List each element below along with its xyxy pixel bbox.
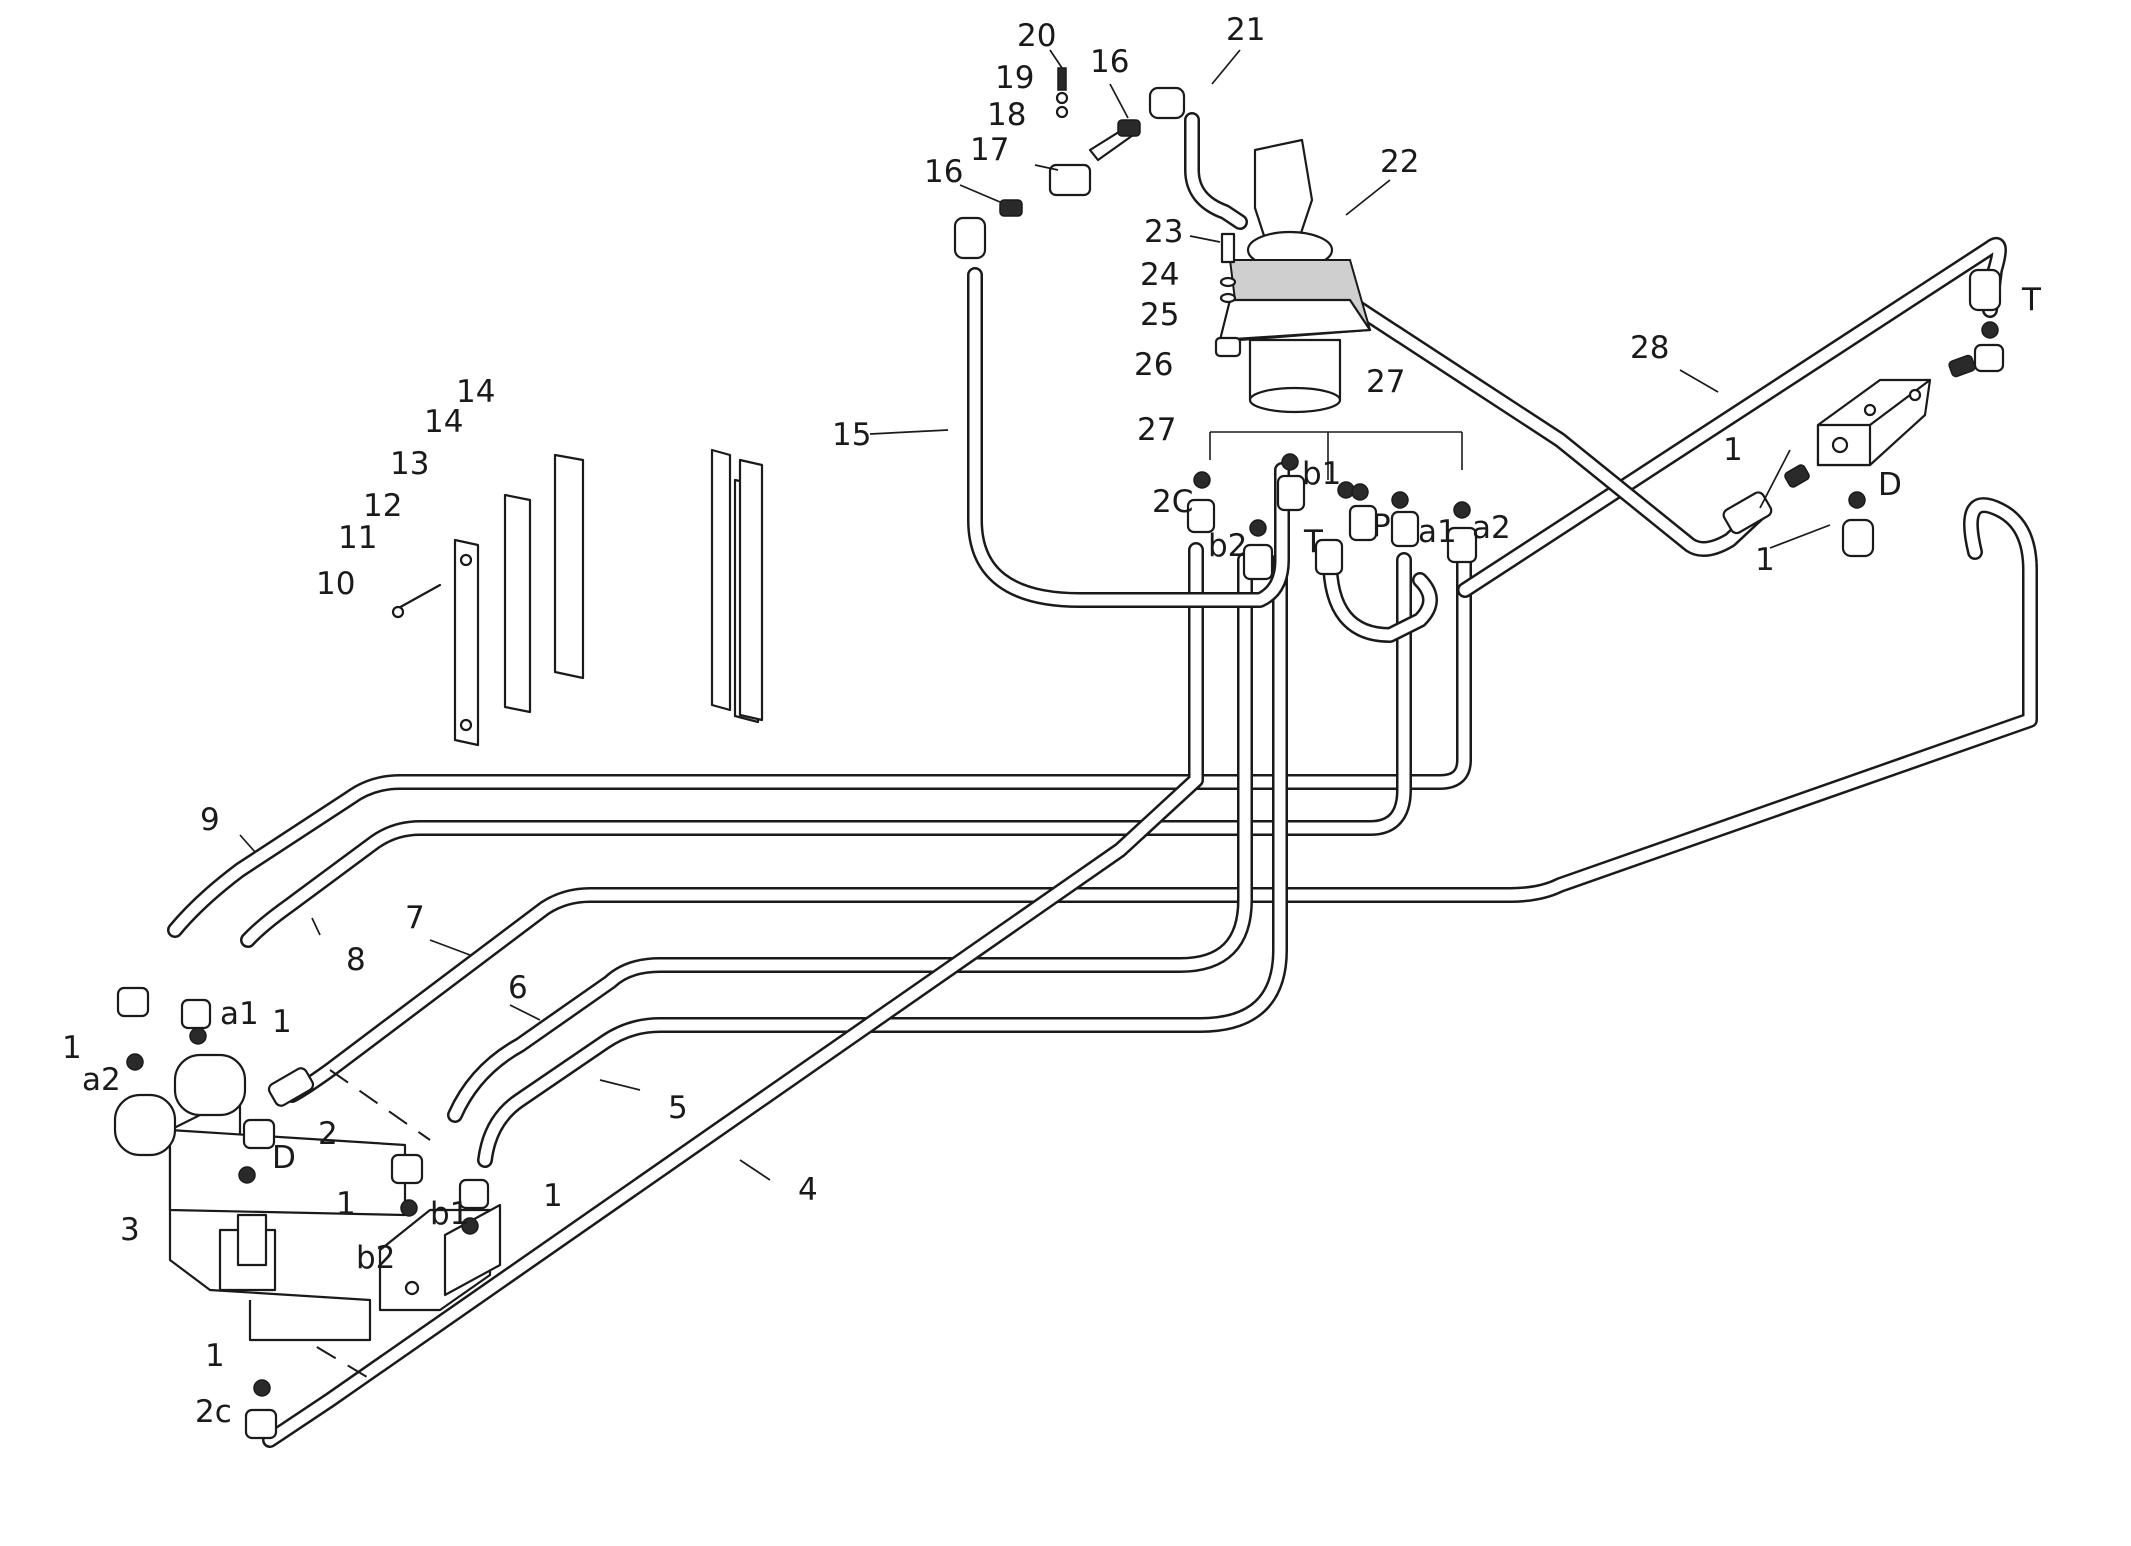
callout-15: 15 (832, 417, 871, 453)
hose-28-return (1350, 300, 1768, 557)
hose-5 (477, 552, 1288, 1168)
callout-4: 4 (798, 1172, 818, 1208)
callout-1-left-2c: 1 (205, 1338, 225, 1374)
callout-20: 20 (1017, 18, 1056, 54)
callout-1-left-a2: 1 (62, 1030, 82, 1066)
callout-23: 23 (1144, 214, 1183, 250)
hose-6 (447, 552, 1253, 1123)
callout-2: 2 (318, 1116, 338, 1152)
callout-16-lower: 16 (924, 154, 963, 190)
callout-10: 10 (316, 566, 355, 602)
callout-b2-top: b2 (1208, 528, 1247, 564)
hoses (167, 112, 2038, 1448)
hose-t (1322, 552, 1438, 643)
bolt-stack (1214, 232, 1242, 358)
leader-lines (239, 49, 1831, 1181)
callout-a2-left: a2 (82, 1062, 121, 1098)
callout-a1-left: a1 (220, 996, 259, 1032)
callout-b2-left: b2 (356, 1240, 395, 1276)
callout-8: 8 (346, 942, 366, 978)
callout-b1-left: b1 (430, 1196, 469, 1232)
callout-17: 17 (970, 132, 1009, 168)
callout-21: 21 (1226, 12, 1265, 48)
callout-5: 5 (668, 1090, 688, 1126)
callout-16: 16 (1090, 44, 1129, 80)
callout-p-top: P (1372, 508, 1391, 544)
callout-3: 3 (120, 1212, 140, 1248)
callout-27-right: 27 (1366, 364, 1405, 400)
dashed-lines (254, 431, 1463, 1381)
callout-12: 12 (363, 488, 402, 524)
callout-14-upper: 14 (456, 374, 495, 410)
joystick-port-fittings (1186, 453, 1478, 581)
callout-22: 22 (1380, 144, 1419, 180)
callout-14-lower: 14 (424, 404, 463, 440)
callout-b1-top: b1 (1302, 456, 1341, 492)
callout-1-left-b1: 1 (543, 1178, 563, 1214)
hose-4 (262, 542, 1204, 1448)
callout-1-right-lower: 1 (1755, 542, 1775, 578)
callout-11: 11 (338, 520, 377, 556)
hose-15 (967, 267, 1290, 608)
callout-25: 25 (1140, 297, 1179, 333)
callout-24: 24 (1140, 257, 1179, 293)
callout-28: 28 (1630, 330, 1669, 366)
left-fittings (116, 986, 490, 1440)
callout-t-right: T (2021, 282, 2042, 318)
callout-a2-top: a2 (1472, 510, 1511, 546)
callout-2c-top: 2C (1152, 484, 1193, 520)
hose-7 (284, 497, 2038, 1103)
callout-6: 6 (508, 970, 528, 1006)
right-valve-block (1722, 268, 2005, 558)
callout-19: 19 (995, 60, 1034, 96)
callout-2c-left: 2c (195, 1394, 232, 1430)
callout-1-right-upper: 1 (1723, 432, 1743, 468)
hose-8 (240, 552, 1412, 948)
shutoff-valve (953, 67, 1186, 260)
callout-26: 26 (1134, 347, 1173, 383)
callout-d-left: D (272, 1140, 296, 1176)
callout-d-right: D (1878, 467, 1902, 503)
callout-7: 7 (405, 900, 425, 936)
main-valve-block (113, 1053, 502, 1342)
callout-18: 18 (987, 97, 1026, 133)
callout-labels: 20 19 16 21 18 17 16 22 23 24 25 26 T 28… (62, 12, 2042, 1430)
bracket-parts (391, 448, 764, 747)
callout-13: 13 (390, 446, 429, 482)
callout-t-top: T (1303, 524, 1324, 560)
hose-9 (167, 552, 1472, 938)
callout-9: 9 (200, 802, 220, 838)
callout-1-left-d: 1 (336, 1186, 356, 1222)
joystick-valve (1218, 138, 1372, 414)
callout-a1-top: a1 (1418, 514, 1457, 550)
callout-1-left-a1: 1 (272, 1004, 292, 1040)
callout-27-left: 27 (1137, 412, 1176, 448)
hose-21 (1184, 112, 1248, 230)
